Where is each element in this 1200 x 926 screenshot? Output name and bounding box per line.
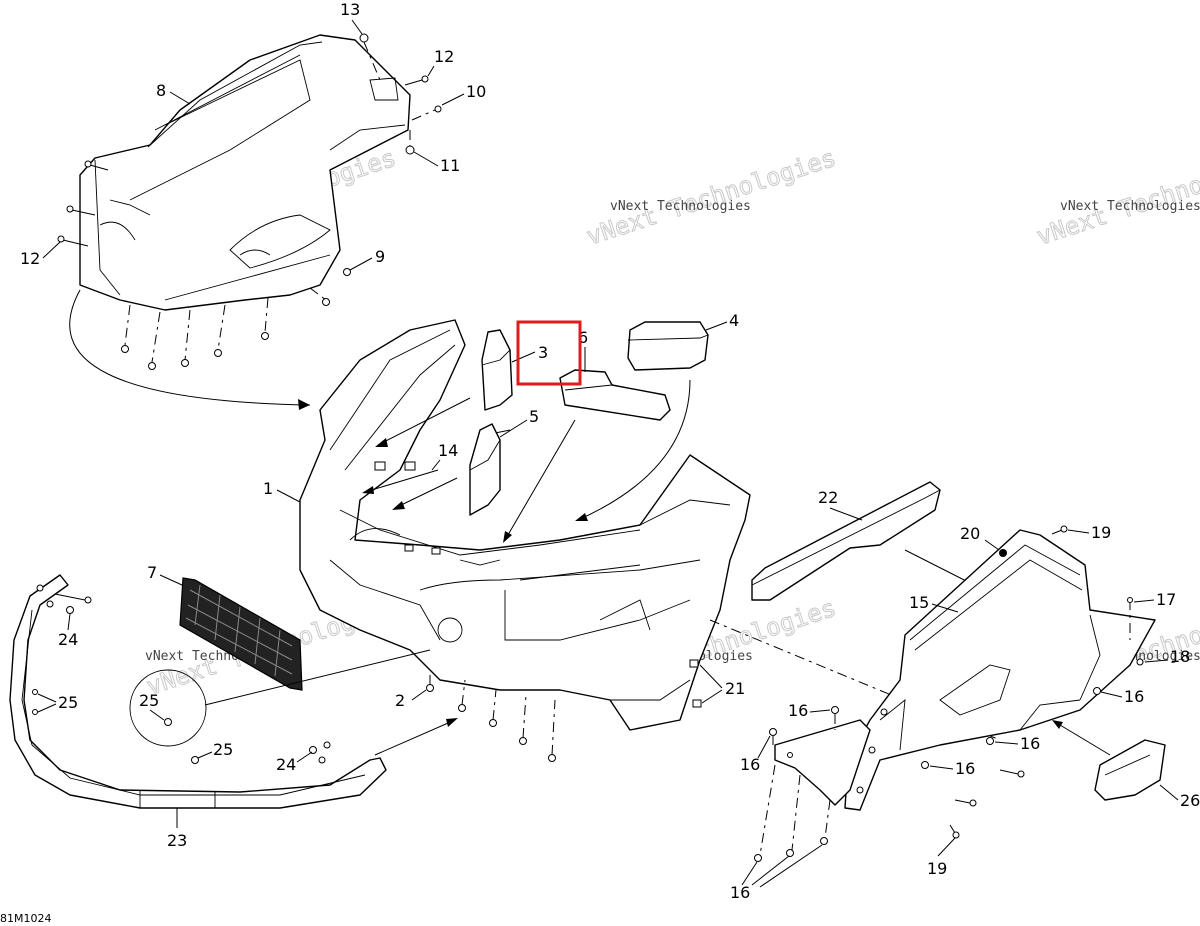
callout-10[interactable]: 10 [466,82,486,101]
callout-16-a[interactable]: 16 [788,701,808,720]
callout-24-left[interactable]: 24 [58,630,78,649]
part-6-foam[interactable] [559,369,671,421]
part-15-side-panel[interactable] [844,529,1156,811]
part-4-foam[interactable] [627,321,709,371]
callout-23[interactable]: 23 [167,831,187,850]
callout-13[interactable]: 13 [340,0,360,19]
callout-12-left[interactable]: 12 [20,249,40,268]
callout-6[interactable]: 6 [578,328,588,347]
screws-left-12 [57,160,109,247]
callouts: 13 12 10 11 8 12 9 3 6 4 5 14 1 7 24 25 [20,0,1200,902]
detail-circle-25 [129,649,431,747]
callout-25-bottom[interactable]: 25 [213,740,233,759]
callout-1[interactable]: 1 [263,479,273,498]
callout-12-top[interactable]: 12 [434,47,454,66]
callout-16-d[interactable]: 16 [1020,734,1040,753]
callout-3[interactable]: 3 [538,343,548,362]
callout-25-detail[interactable]: 25 [139,691,159,710]
callout-26[interactable]: 26 [1180,791,1200,810]
watermark-small-3: vNext Technologies [1060,199,1200,214]
callout-16-bottom[interactable]: 16 [730,883,750,902]
callout-17[interactable]: 17 [1156,590,1176,609]
callout-7[interactable]: 7 [147,563,157,582]
part-23-bumper[interactable] [9,574,387,809]
callout-2[interactable]: 2 [395,691,405,710]
part-26-cover[interactable] [1094,739,1166,801]
part-3-foam[interactable] [481,329,513,411]
part-1-front-pan[interactable] [299,319,751,762]
watermark-large-2: vNext Technologies [583,144,839,251]
callout-20[interactable]: 20 [960,524,980,543]
part-22-foam-strip[interactable] [751,481,941,601]
callout-24-bottom[interactable]: 24 [276,755,296,774]
callout-4[interactable]: 4 [729,311,739,330]
part-8-upper-pan[interactable] [57,33,442,370]
watermark-large-3: vNext Technologies [1033,144,1200,251]
callout-15[interactable]: 15 [909,593,929,612]
callout-5[interactable]: 5 [529,407,539,426]
callout-25-left[interactable]: 25 [58,693,78,712]
nut-13 [359,33,369,43]
callout-18[interactable]: 18 [1170,647,1190,666]
callout-21[interactable]: 21 [725,679,745,698]
rivets-9 [121,268,351,370]
callout-14[interactable]: 14 [438,441,458,460]
callout-11[interactable]: 11 [440,156,460,175]
callout-19-top[interactable]: 19 [1091,523,1111,542]
part-5-foam[interactable] [469,423,501,516]
rivets-2 [426,670,556,762]
callout-16-c[interactable]: 16 [955,759,975,778]
hardware-right [754,525,1144,862]
arrow-8-to-1 [69,289,311,406]
callout-9[interactable]: 9 [375,247,385,266]
highlight-box-callout-3 [516,320,582,386]
part-7-grille[interactable] [179,577,303,691]
callout-16-right[interactable]: 16 [1124,687,1144,706]
callout-16-b[interactable]: 16 [740,755,760,774]
watermark-small-2: vNext Technologies [610,199,751,214]
bracket-plate[interactable] [774,719,871,806]
callout-22[interactable]: 22 [818,488,838,507]
diagram-id-label: 81M1024 [0,912,52,925]
callout-19-bottom[interactable]: 19 [927,859,947,878]
callout-8[interactable]: 8 [156,81,166,100]
